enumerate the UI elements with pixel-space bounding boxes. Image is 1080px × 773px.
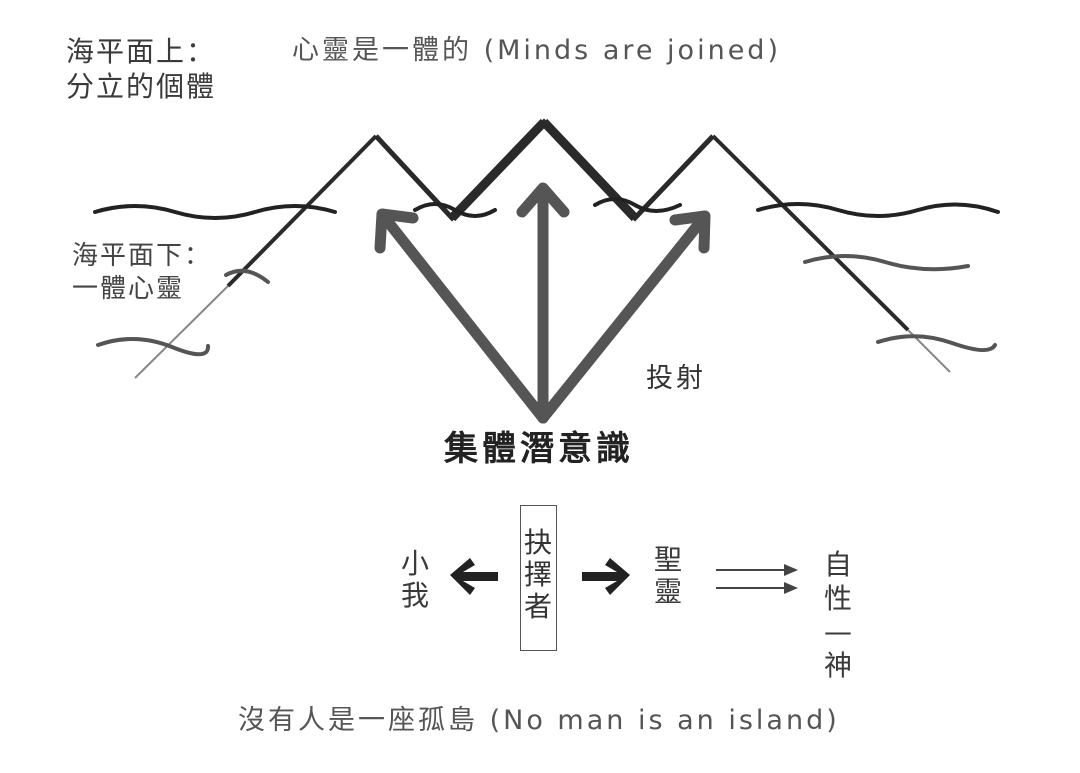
arrow-shaft-left <box>379 212 549 424</box>
iceberg-center-peak-left <box>448 118 548 222</box>
bold-left-arrow-icon <box>450 558 498 595</box>
below-sea-line1: 海平面下： <box>72 241 213 271</box>
double-right-arrow-icon <box>716 564 798 594</box>
iceberg-outline <box>134 118 951 379</box>
projection-arrows <box>374 182 711 424</box>
sea-level-waves <box>93 197 1000 220</box>
wave-center-left <box>413 202 497 218</box>
iceberg-left-slope <box>226 134 378 288</box>
collective-unconscious-label: 集體潛意識 <box>444 429 634 469</box>
arrow-head-right <box>669 210 711 254</box>
underwater-waves <box>96 254 997 357</box>
wave-center-right <box>593 197 682 213</box>
wave-right-top <box>756 202 1000 218</box>
arrow-shaft-right <box>537 214 708 424</box>
ego-label: 小我 <box>400 547 429 613</box>
wave-right-middle <box>803 254 970 272</box>
above-sea-line2: 分立的個體 <box>66 70 217 103</box>
wave-left-bottom <box>96 336 210 357</box>
wave-right-bottom <box>876 334 997 352</box>
holy-spirit-label: 聖靈 <box>653 543 682 609</box>
bold-right-arrow-icon <box>582 558 630 595</box>
above-sea-label: 海平面上： 分立的個體 <box>66 34 216 104</box>
below-sea-line2: 一體心靈 <box>72 273 185 304</box>
projection-label: 投射 <box>646 363 706 394</box>
above-sea-line1: 海平面上： <box>66 35 217 68</box>
chooser-label: 抉擇者 <box>523 526 552 624</box>
below-sea-label: 海平面下： 一體心靈 <box>72 240 212 305</box>
self-god-label: 自性—神 <box>823 548 852 682</box>
iceberg-left-slope-faded <box>134 285 229 379</box>
iceberg-center-peak-right <box>540 118 639 222</box>
arrow-head-center <box>516 182 570 218</box>
wave-left-top <box>93 204 337 220</box>
iceberg-right-slope <box>711 134 910 332</box>
bottom-title: 沒有人是一座孤島 (No man is an island) <box>238 705 840 736</box>
wave-left-middle <box>224 268 270 284</box>
chooser-box <box>520 505 557 651</box>
top-title: 心靈是一體的 (Minds are joined) <box>292 35 781 66</box>
arrow-head-left <box>374 208 419 254</box>
